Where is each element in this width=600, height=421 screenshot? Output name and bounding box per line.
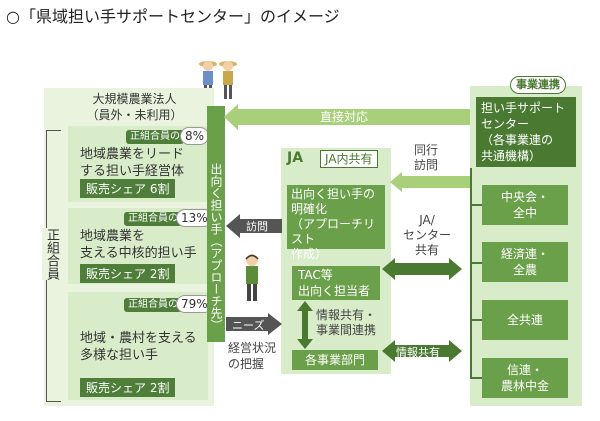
direct-arrow	[224, 104, 472, 130]
coop-arrow	[297, 301, 313, 349]
zenchu-line2: 全中	[512, 206, 537, 220]
center-main-box: 担い手サポート センター （各事業連の 共通機構）	[476, 97, 576, 167]
approach-line2: 明確化	[291, 202, 328, 216]
accompany-label: 同行 訪問	[414, 143, 438, 173]
unit-zenkyoren: 全共連	[482, 300, 568, 340]
direct-label: 直接対応	[320, 110, 369, 124]
tac-line1: TAC等	[298, 268, 333, 282]
tier-2-share: 販売シェア 2割	[80, 264, 176, 283]
staff-illustration	[245, 254, 259, 301]
tier-1-tag: 正組合員の	[126, 130, 184, 144]
ja-box-approach: 出向く担い手の 明確化 （アプローチリスト 作成）	[287, 185, 385, 261]
large-corp-box: 大規模農業法人 （員外・未利用）	[62, 91, 207, 125]
tier-2-desc: 地域農業を 支える中核的担い手	[80, 228, 197, 262]
center-connector	[470, 168, 472, 378]
tier-3-desc: 地域・農村を支える 多様な担い手	[80, 330, 197, 364]
management-line2: の把握	[228, 357, 265, 371]
large-corp-line1: 大規模農業法人	[92, 92, 177, 106]
approach-line4: 作成）	[291, 247, 328, 261]
tier-3-desc-line2: 多様な担い手	[80, 348, 159, 363]
coop-line1: 情報共有・	[316, 308, 377, 322]
center-badge: 事業連携	[510, 76, 566, 94]
ja-center-arrow	[382, 258, 462, 280]
unit-norinchukin-link	[470, 377, 482, 379]
accompany-line1: 同行	[414, 143, 439, 157]
tier-1-share: 販売シェア 6割	[80, 179, 176, 198]
tier-3-desc-line1: 地域・農村を支える	[80, 331, 197, 346]
ja-badge: JA内共有	[320, 150, 378, 168]
tier-3-pct: 79%	[176, 295, 213, 313]
ja-center-share-label: JA/ センター 共有	[400, 213, 454, 258]
accompany-arrow	[390, 172, 472, 192]
zennoh-line1: 経済連・	[500, 247, 549, 261]
tier-2-desc-line1: 地域農業を	[80, 229, 146, 244]
seikumiai-label: 正組合員	[42, 228, 60, 280]
management-label: 経営状況 の把握	[228, 340, 276, 372]
tier-2-pct: 13%	[176, 209, 213, 227]
center-line3: （各事業連の	[481, 133, 554, 147]
tac-line2: 出向く担当者	[298, 284, 371, 298]
approach-line1: 出向く担い手の	[291, 187, 376, 201]
info-share-arrow	[382, 340, 462, 362]
approach-bar: 出向く担い手（アプローチ先）	[207, 106, 225, 342]
needs-arrow	[226, 313, 282, 335]
unit-zennoh: 経済連・ 全農	[482, 242, 568, 282]
visit-arrow	[226, 214, 282, 238]
ja-center-line3: 共有	[414, 243, 439, 257]
needs-label: ニーズ	[232, 319, 265, 332]
visit-label: 訪問	[246, 220, 268, 233]
large-corp-line2: （員外・未利用）	[86, 108, 183, 122]
center-line2: センター	[481, 117, 530, 131]
zenchu-line1: 中央会・	[500, 190, 549, 204]
tier-1-desc-line1: 地域農業をリード	[80, 147, 185, 162]
coop-line2: 事業間連携	[316, 323, 377, 337]
info-share-label: 情報共有	[396, 346, 440, 359]
ja-box-departments: 各事業部門	[292, 350, 378, 370]
tier-1-desc-line2: する担い手経営体	[80, 164, 185, 179]
norinchukin-line1: 信連・	[506, 363, 543, 377]
unit-zennoh-link	[470, 262, 482, 264]
tier-3-tag: 正組合員の	[124, 298, 182, 312]
unit-norinchukin: 信連・ 農林中金	[482, 358, 568, 398]
accompany-line2: 訪問	[414, 158, 439, 172]
center-line1: 担い手サポート	[481, 101, 566, 115]
ja-logo: JA	[287, 150, 304, 166]
tier-2-desc-line2: 支える中核的担い手	[80, 246, 197, 261]
ja-center-line1: JA/	[419, 213, 435, 227]
management-line1: 経営状況	[228, 341, 277, 355]
tier-1-pct: 8%	[180, 127, 210, 145]
coop-label: 情報共有・ 事業間連携	[316, 308, 376, 338]
norinchukin-line2: 農林中金	[500, 379, 549, 393]
zennoh-line2: 全農	[512, 263, 537, 277]
page-title: ○「県域担い手サポートセンター」のイメージ	[6, 7, 340, 26]
tier-2-tag: 正組合員の	[124, 212, 182, 226]
approach-line3: （アプローチリスト	[291, 217, 376, 246]
unit-zenkyoren-link	[470, 319, 482, 321]
unit-zenchu: 中央会・ 全中	[482, 185, 568, 225]
tier-3-share: 販売シェア 2割	[80, 378, 176, 397]
unit-zenchu-link	[470, 204, 482, 206]
tier-1-desc: 地域農業をリード する担い手経営体	[80, 146, 184, 180]
ja-center-line2: センター	[402, 228, 451, 242]
center-line4: 共通機構）	[481, 149, 542, 163]
ja-box-tac: TAC等 出向く担当者	[292, 266, 380, 300]
